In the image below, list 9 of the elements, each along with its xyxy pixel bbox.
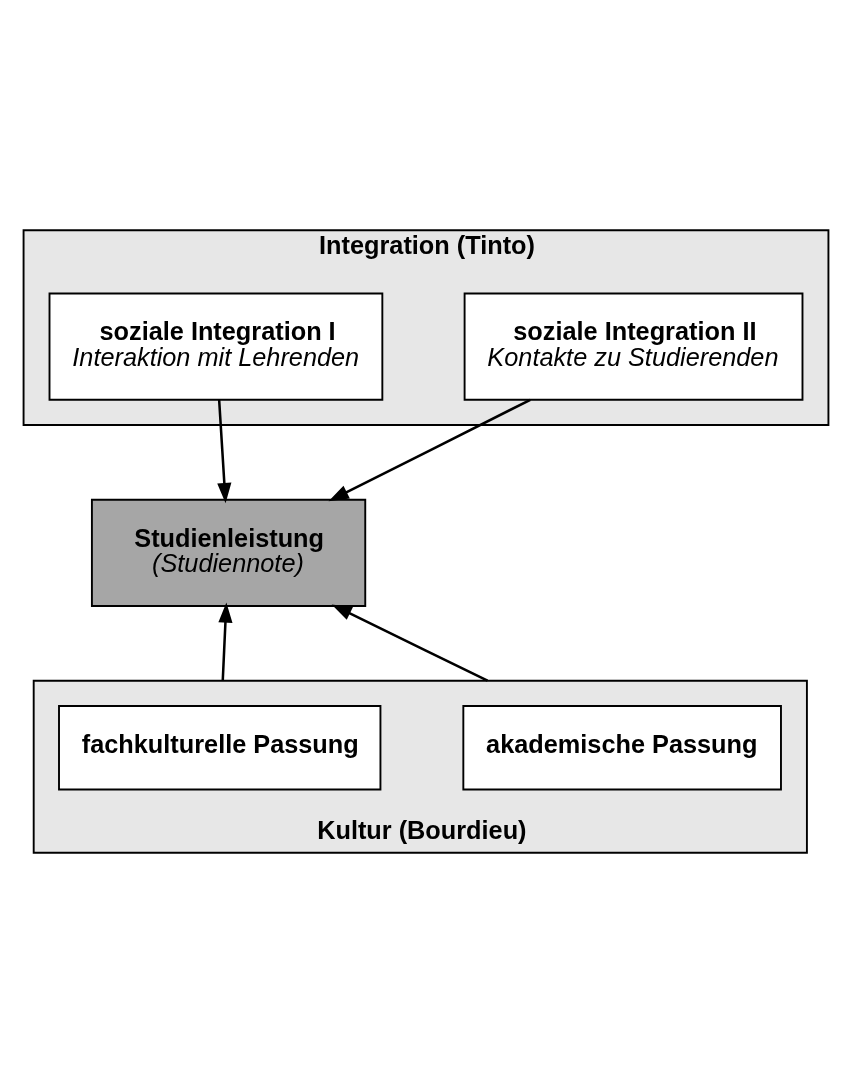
arrow <box>331 604 489 682</box>
arrow <box>218 602 233 681</box>
arrow <box>328 398 531 502</box>
node-box: soziale Integration I Interaktion mit Lehrenden <box>48 292 384 401</box>
node-box: soziale Integration II Kontakte zu Studierenden <box>463 292 804 401</box>
node-box: Studienleistung (Studiennote) <box>90 498 367 607</box>
arrow <box>217 399 232 504</box>
node-box: akademische Passung <box>462 705 782 791</box>
node-box: fachkulturelle Passung <box>58 705 382 791</box>
